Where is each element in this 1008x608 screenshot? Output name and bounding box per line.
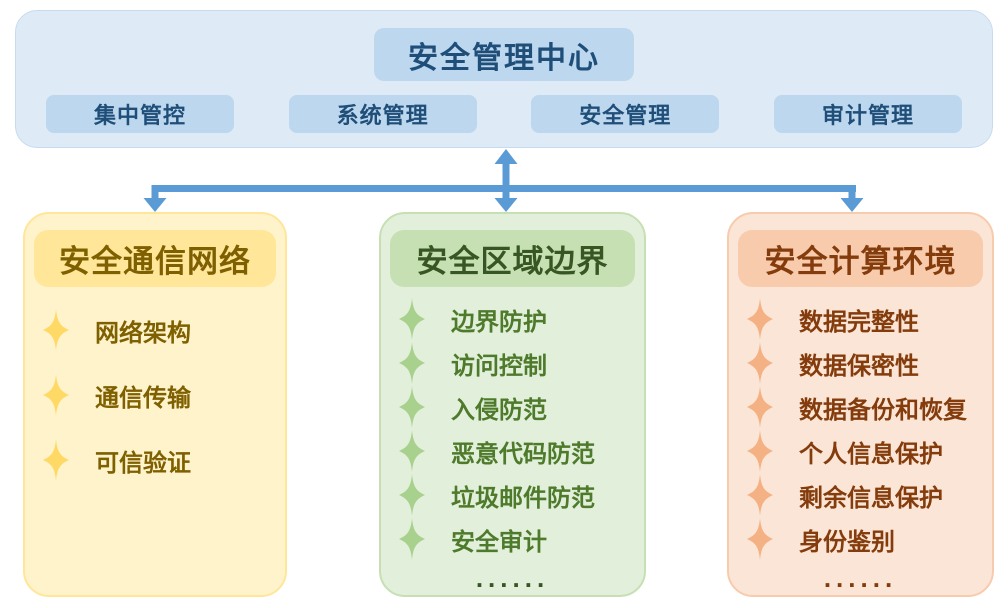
list-item-label: 剩余信息保护	[799, 484, 943, 512]
list-item-label: 身份鉴别	[799, 528, 895, 556]
management-function-label: 集中管控	[93, 103, 186, 128]
security-management-center-panel: 安全管理中心 集中管控 系统管理 安全管理 审计管理	[15, 10, 993, 148]
management-function-box: 系统管理	[288, 95, 477, 133]
ellipsis-more-items: ......	[475, 563, 550, 593]
column-item-list: 数据完整性 数据保密性 数据备份和恢复 个人信息保护 剩余信息保护 身份鉴别	[729, 297, 992, 561]
list-item-label: 边界防护	[451, 308, 547, 336]
column-title: 安全区域边界	[416, 244, 609, 279]
management-function-box: 安全管理	[531, 95, 720, 133]
list-item-label: 数据备份和恢复	[799, 396, 967, 424]
list-item-label: 安全审计	[451, 528, 547, 556]
management-functions-row: 集中管控 系统管理 安全管理 审计管理	[16, 95, 992, 133]
list-item: 边界防护	[381, 297, 644, 341]
list-item-label: 个人信息保护	[799, 440, 943, 468]
column-item-list: 边界防护 访问控制 入侵防范 恶意代码防范 垃圾邮件防范 安全审计	[381, 297, 644, 561]
column-header: 安全区域边界	[390, 230, 635, 287]
management-function-label: 安全管理	[579, 103, 672, 128]
sparkle-icon	[399, 298, 425, 340]
sparkle-icon	[747, 386, 773, 428]
list-item: 数据完整性	[729, 297, 992, 341]
list-item: 剩余信息保护	[729, 473, 992, 517]
sparkle-icon	[43, 374, 69, 416]
list-item-label: 网络架构	[95, 319, 191, 347]
list-item: 可信验证	[25, 438, 285, 482]
list-item-label: 通信传输	[95, 384, 191, 412]
list-item-label: 可信验证	[95, 449, 191, 477]
sparkle-icon	[399, 386, 425, 428]
list-item: 垃圾邮件防范	[381, 473, 644, 517]
management-function-box: 集中管控	[46, 95, 234, 133]
column-header: 安全计算环境	[738, 230, 983, 287]
list-item: 身份鉴别	[729, 517, 992, 561]
sparkle-icon	[747, 430, 773, 472]
sparkle-icon	[747, 342, 773, 384]
list-item-label: 数据完整性	[799, 308, 919, 336]
sparkle-icon	[747, 474, 773, 516]
column-secure-area-boundary: 安全区域边界 边界防护 访问控制 入侵防范 恶意代码防范 垃圾邮件防范	[379, 212, 646, 597]
list-item: 入侵防范	[381, 385, 644, 429]
list-item: 恶意代码防范	[381, 429, 644, 473]
list-item-label: 数据保密性	[799, 352, 919, 380]
sparkle-icon	[43, 439, 69, 481]
sparkle-icon	[747, 518, 773, 560]
column-header: 安全通信网络	[34, 230, 276, 287]
list-item: 访问控制	[381, 341, 644, 385]
list-item: 数据备份和恢复	[729, 385, 992, 429]
panel-title: 安全管理中心	[408, 41, 600, 75]
column-item-list: 网络架构 通信传输 可信验证	[25, 308, 285, 482]
column-secure-communication-network: 安全通信网络 网络架构 通信传输 可信验证	[23, 212, 287, 597]
column-title: 安全通信网络	[59, 244, 251, 279]
management-function-label: 系统管理	[336, 103, 429, 128]
management-function-box: 审计管理	[773, 95, 962, 133]
list-item-label: 访问控制	[451, 352, 547, 380]
management-function-label: 审计管理	[821, 103, 914, 128]
connector-arrows-icon	[143, 149, 864, 212]
list-item: 网络架构	[25, 308, 285, 352]
list-item: 安全审计	[381, 517, 644, 561]
sparkle-icon	[399, 342, 425, 384]
sparkle-icon	[747, 298, 773, 340]
sparkle-icon	[399, 474, 425, 516]
list-item-label: 入侵防范	[451, 396, 547, 424]
ellipsis-more-items: ......	[823, 563, 898, 593]
sparkle-icon	[43, 309, 69, 351]
list-item: 个人信息保护	[729, 429, 992, 473]
sparkle-icon	[399, 430, 425, 472]
column-title: 安全计算环境	[764, 244, 957, 279]
panel-title-box: 安全管理中心	[374, 28, 634, 81]
list-item: 数据保密性	[729, 341, 992, 385]
sparkle-icon	[399, 518, 425, 560]
list-item-label: 恶意代码防范	[451, 440, 595, 468]
column-secure-computing-environment: 安全计算环境 数据完整性 数据保密性 数据备份和恢复 个人信息保护 剩余信息保护	[727, 212, 994, 597]
list-item-label: 垃圾邮件防范	[451, 484, 595, 512]
list-item: 通信传输	[25, 373, 285, 417]
